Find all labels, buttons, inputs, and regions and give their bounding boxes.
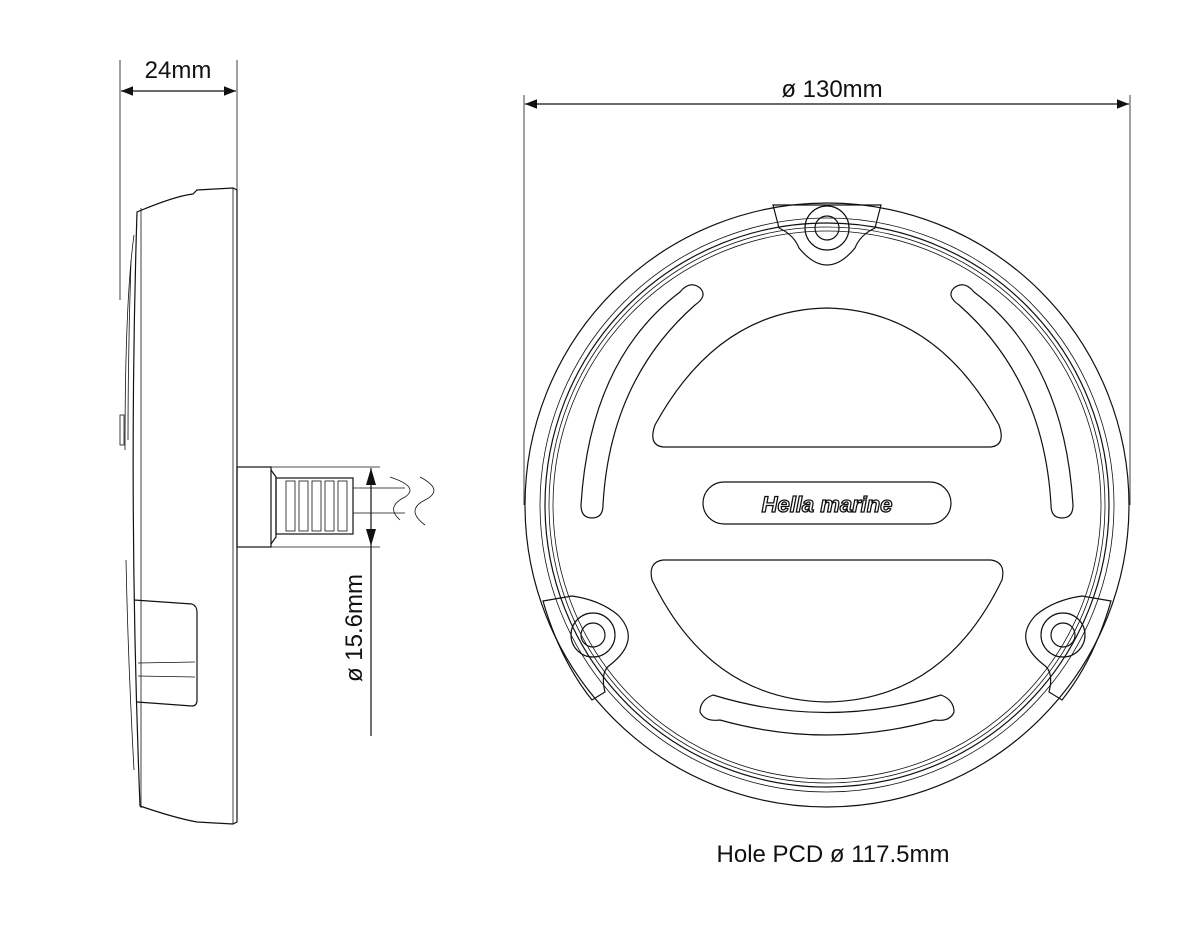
housing-outline [132,187,238,825]
cable-gland [275,477,354,535]
connector-stem [236,466,272,548]
mounting-tab [133,599,198,707]
logo-badge: Hella marine [702,481,952,525]
dimension-arrows [366,468,376,546]
mounting-hole-top [772,204,882,266]
cable [353,487,405,514]
upper-lens [652,307,1002,448]
right-slot [950,284,1074,519]
mounting-hole-bottom-right [1025,595,1112,701]
bezel-ring [552,230,1102,780]
left-slot [580,284,704,519]
hole-pcd-label: Hole PCD ø 117.5mm [717,841,950,868]
diameter-label: ø 130mm [781,76,882,103]
lens-edge [125,559,135,771]
front-view: ø 130mm Hella marine Hol [523,76,1131,868]
lens-edge [127,259,132,441]
mounting-hole-bottom-left [542,595,629,701]
depth-label: 24mm [145,57,212,84]
side-view: 24mm ø 15.6mm [119,57,435,825]
bezel-ring [544,222,1110,788]
cable-gland-ribs [285,480,348,532]
bottom-slot [699,694,955,736]
outer-bezel [524,202,1130,808]
logo-text: Hella marine [762,492,893,517]
bezel-ring [548,226,1106,784]
side-detail [119,414,125,446]
mounting-tab-detail [137,661,196,678]
break-lines [389,476,435,526]
lower-lens [650,559,1004,703]
bezel-ring [539,217,1115,793]
lens-edge [124,234,135,451]
cable-diameter-label: ø 15.6mm [341,574,368,682]
connector-shoulder [270,469,277,545]
